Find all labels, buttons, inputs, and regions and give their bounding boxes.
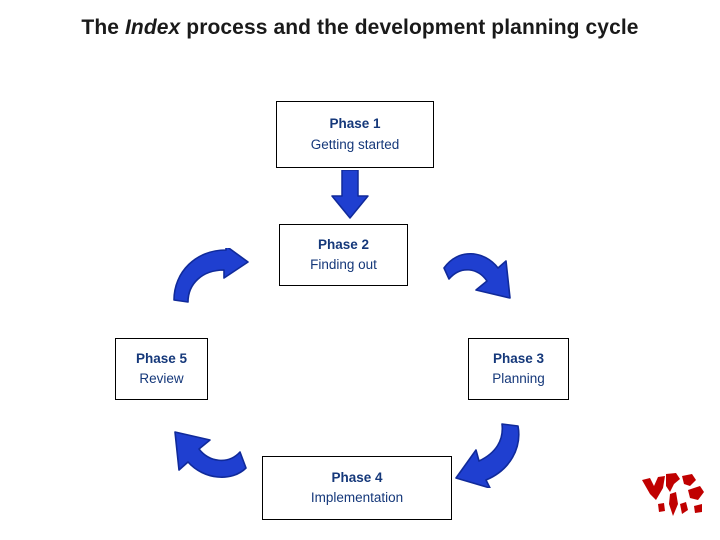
phase-4-title: Phase 4 (331, 469, 383, 485)
phase-4-subtitle: Implementation (310, 490, 404, 505)
phase-4-box[interactable]: Phase 4 Implementation (262, 456, 452, 520)
title-text-part2: process and the development planning cyc… (180, 16, 639, 39)
arrow-curve-up-left-icon (168, 420, 252, 482)
title-text-part1: The (81, 16, 125, 39)
phase-5-subtitle: Review (139, 371, 184, 386)
phase-5-box[interactable]: Phase 5 Review (115, 338, 208, 400)
phase-3-subtitle: Planning (492, 371, 545, 386)
phase-1-title: Phase 1 (329, 116, 381, 132)
arrow-curve-down-left-icon (452, 420, 524, 488)
phase-2-subtitle: Finding out (310, 257, 377, 272)
phase-2-box[interactable]: Phase 2 Finding out (279, 224, 408, 286)
phase-3-box[interactable]: Phase 3 Planning (468, 338, 569, 400)
phase-5-title: Phase 5 (135, 350, 188, 366)
phase-2-title: Phase 2 (317, 236, 370, 252)
phase-1-subtitle: Getting started (310, 136, 400, 152)
arrow-down-icon (326, 170, 374, 220)
phase-3-title: Phase 3 (492, 350, 545, 366)
phase-1-box[interactable]: Phase 1 Getting started (276, 101, 434, 168)
title-text-emphasis: Index (124, 16, 181, 39)
arrow-curve-down-right-icon (440, 250, 520, 312)
world-map-logo (640, 470, 706, 520)
page-title: The Index process and the development pl… (30, 14, 690, 42)
arrow-curve-up-right-icon (168, 248, 252, 304)
